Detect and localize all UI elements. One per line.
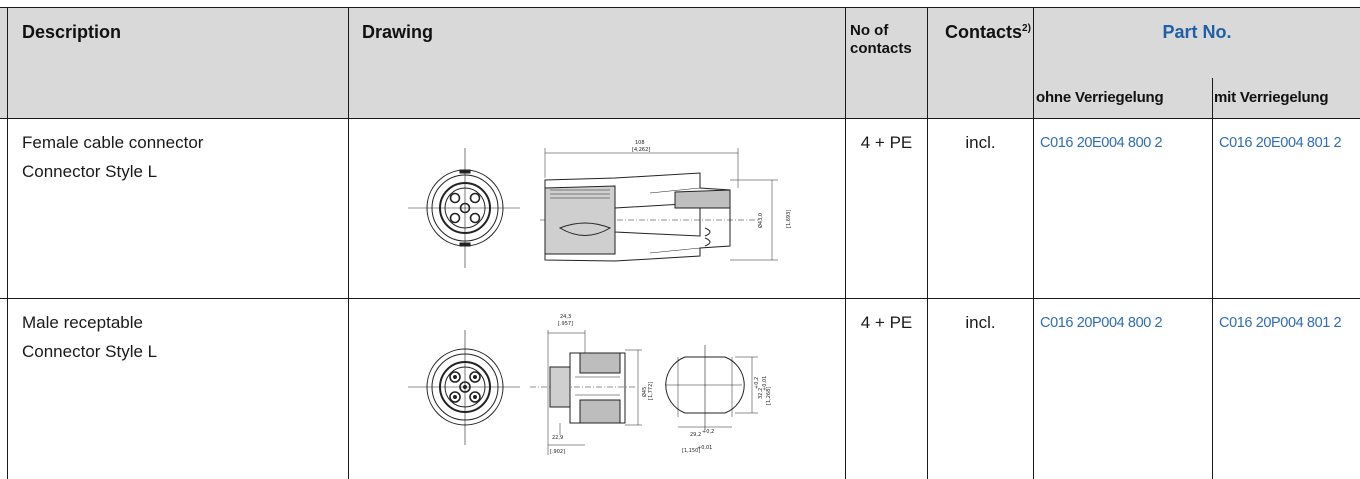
row-2-description: Male receptable Connector Style L	[22, 308, 157, 366]
col-divider	[927, 7, 928, 479]
col-divider	[348, 7, 349, 479]
header-no-of-contacts: No of contacts	[850, 22, 912, 58]
header-no-of-contacts-line1: No of	[850, 22, 889, 39]
dim-cut-height-tol: +0,2	[754, 377, 760, 389]
dim-bottom-inch: [.902]	[550, 449, 565, 455]
dim-cut-height-inch: [1,268]	[766, 387, 772, 405]
col-divider	[1033, 7, 1034, 479]
row-2-description-line1: Male receptable	[22, 313, 143, 332]
dim-cut-width-tol: +0,2	[702, 429, 714, 435]
header-bottom-rule	[0, 118, 1360, 119]
dim-diameter-inch: [1,693]	[786, 210, 792, 228]
front-view-male	[408, 330, 520, 445]
dim-cut-height: 32,2	[758, 388, 764, 399]
header-without-lock: ohne Verriegelung	[1036, 89, 1164, 106]
row-1-description-line2: Connector Style L	[22, 162, 158, 181]
dim-top: 24,3	[560, 314, 571, 320]
col-divider	[1212, 78, 1213, 479]
header-contacts-footnote: 2)	[1022, 23, 1031, 34]
row-2-description-line2: Connector Style L	[22, 342, 158, 361]
row-2-part-with-lock[interactable]: C016 20P004 801 2	[1219, 315, 1342, 331]
dim-diameter: Ø45	[641, 387, 648, 397]
col-divider	[7, 7, 8, 479]
col-divider	[845, 7, 846, 479]
dim-top-inch: [.957]	[558, 321, 573, 327]
row-2-drawing: 24,3 [.957] Ø45 [1,772] 22,9 [.902] 32,2…	[408, 314, 772, 455]
header-with-lock: mit Verriegelung	[1214, 89, 1329, 106]
row-2-contacts: incl.	[965, 313, 996, 332]
table-header	[0, 7, 1360, 118]
row-1-contacts: incl.	[965, 133, 996, 152]
dim-diameter: Ø43,0	[757, 213, 764, 228]
side-view-female	[540, 148, 778, 262]
dim-length: 108	[635, 140, 645, 146]
row-2-part-without-lock[interactable]: C016 20P004 800 2	[1040, 315, 1163, 331]
header-contacts: Contacts2)	[945, 22, 1031, 43]
row-divider	[0, 298, 1360, 299]
dim-diameter-inch: [1,772]	[648, 382, 654, 400]
side-view-male	[530, 330, 642, 455]
dim-cut-width-inch-tol: +0,01	[697, 445, 712, 451]
header-part-no: Part No.	[1162, 22, 1232, 42]
row-1-description: Female cable connector Connector Style L	[22, 128, 203, 186]
row-1-part-without-lock[interactable]: C016 20E004 800 2	[1040, 135, 1163, 151]
header-contacts-label: Contacts	[945, 22, 1023, 42]
header-description: Description	[22, 22, 122, 42]
dim-cut-width-inch: [1,150]	[682, 448, 700, 454]
front-view-female	[408, 148, 520, 268]
header-top-rule	[0, 7, 1360, 8]
dim-length-inch: [4,262]	[632, 147, 650, 153]
row-1-description-line1: Female cable connector	[22, 133, 204, 152]
dim-bottom: 22,9	[552, 435, 563, 441]
row-1-no-of-contacts: 4 + PE	[860, 133, 913, 152]
panel-cutout	[665, 345, 758, 430]
row-2-no-of-contacts: 4 + PE	[860, 313, 913, 332]
header-drawing: Drawing	[362, 22, 434, 42]
row-1-part-with-lock[interactable]: C016 20E004 801 2	[1219, 135, 1342, 151]
dim-cut-width: 29,2	[690, 432, 701, 438]
row-1-drawing: 108 [4,262] Ø43,0 [1,693]	[408, 140, 792, 268]
dim-cut-height-inch-tol: +0,01	[762, 376, 768, 391]
header-no-of-contacts-line2: contacts	[850, 40, 912, 57]
